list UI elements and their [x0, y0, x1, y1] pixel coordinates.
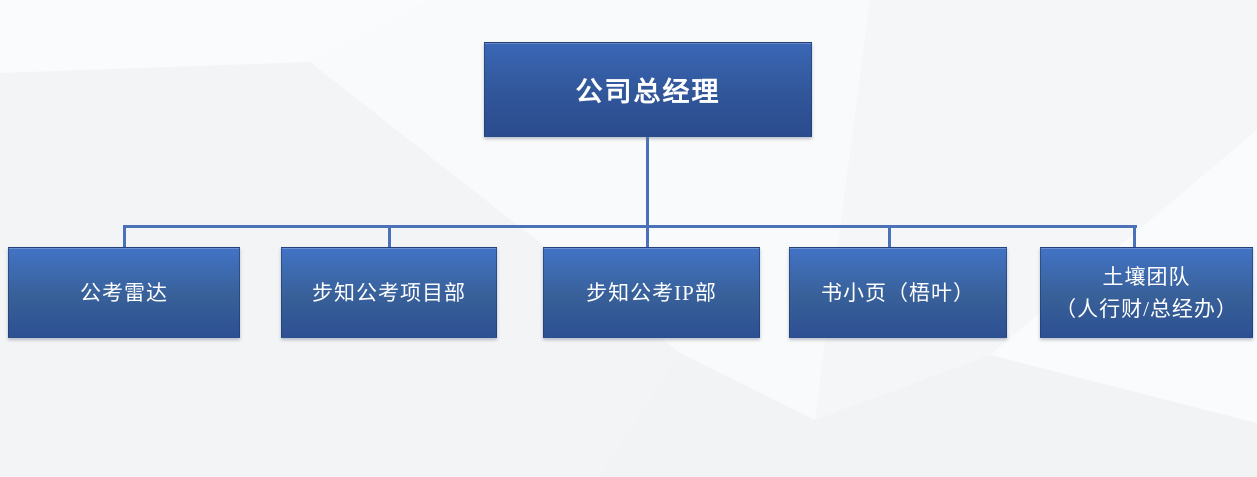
org-node-child-1: 公考雷达: [8, 247, 240, 338]
connector-root-vertical: [646, 137, 649, 228]
org-node-sublabel: （人行财/总经办）: [1055, 296, 1238, 321]
connector-stub-1: [123, 225, 126, 248]
connector-stub-3: [646, 225, 649, 248]
org-node-child-4: 书小页（梧叶）: [789, 247, 1007, 338]
org-node-child-5: 土壤团队 （人行财/总经办）: [1040, 247, 1253, 338]
connector-stub-4: [888, 225, 891, 248]
org-node-label: 公司总经理: [575, 77, 721, 107]
connector-stub-2: [388, 225, 391, 248]
org-node-child-2: 步知公考项目部: [281, 247, 497, 338]
org-node-label: 步知公考IP部: [586, 280, 717, 305]
org-node-root: 公司总经理: [484, 42, 812, 137]
org-node-label: 书小页（梧叶）: [821, 280, 975, 305]
connector-horizontal: [123, 225, 1137, 228]
org-node-child-3: 步知公考IP部: [543, 247, 760, 338]
org-node-label: 土壤团队: [1102, 264, 1191, 289]
org-node-label: 公考雷达: [80, 280, 168, 305]
connector-stub-5: [1133, 225, 1136, 248]
org-node-label: 步知公考项目部: [312, 280, 466, 305]
